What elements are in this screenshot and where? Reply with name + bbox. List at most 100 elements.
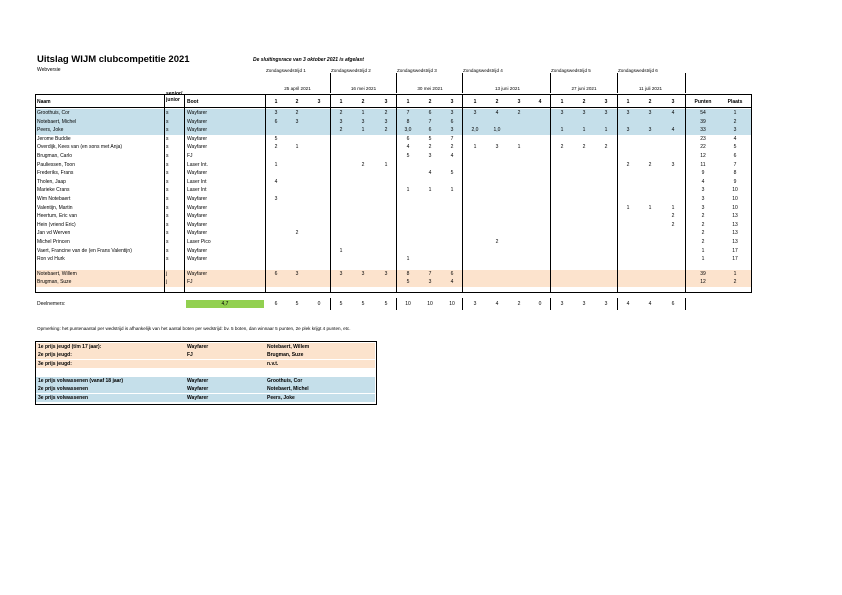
- race-date: 11 juli 2021: [638, 86, 663, 91]
- heat-number: 1: [473, 99, 477, 105]
- row-plaats: 4: [733, 135, 737, 142]
- row-senior-junior: s: [166, 135, 169, 142]
- score-cell: 3: [361, 270, 365, 277]
- race-separator: [462, 73, 463, 93]
- row-boot: Wayfarer: [187, 270, 208, 277]
- score-cell: 1: [582, 127, 586, 134]
- row-punten: 22: [700, 144, 706, 151]
- score-cell: 3: [384, 270, 388, 277]
- score-cell: 3: [428, 279, 432, 286]
- prize-winner: Notebaert, Michel: [267, 386, 309, 393]
- race-date: 16 mei 2021: [350, 86, 377, 91]
- row-name: Pauliessen, Toon: [37, 161, 75, 168]
- row-punten: 3: [701, 187, 705, 194]
- row-senior-junior: s: [166, 247, 169, 254]
- row-plaats: 6: [733, 153, 737, 159]
- score-cell: 2: [450, 144, 454, 151]
- score-cell: 1: [361, 127, 365, 134]
- deelnemers-count: 5: [295, 301, 299, 307]
- column-line: [265, 94, 266, 293]
- deelnemers-count: 10: [449, 301, 455, 307]
- row-senior-junior: s: [166, 161, 169, 168]
- prize-winner: Brugman, Suze: [267, 352, 304, 359]
- row-plaats: 17: [732, 256, 738, 263]
- deelnemers-count: 0: [538, 301, 542, 307]
- race-separator: [685, 73, 686, 93]
- prize-boot: Wayfarer: [187, 344, 209, 350]
- row-plaats: 3: [733, 127, 737, 134]
- score-cell: 8: [406, 118, 410, 125]
- row-boot: Wayfarer: [187, 118, 208, 125]
- prize-winner: Peers, Joke: [267, 394, 295, 401]
- row-punten: 39: [700, 270, 706, 277]
- row-name: Brugman, Suze: [37, 279, 72, 286]
- score-cell: 4: [450, 279, 454, 286]
- score-cell: 1: [384, 161, 388, 168]
- heat-number: 1: [274, 99, 278, 105]
- rule-header: [35, 107, 751, 108]
- row-name: Notebaert, Willem: [37, 270, 77, 277]
- row-name: Marieke Crans: [37, 187, 70, 194]
- deelnemers-count: 3: [604, 301, 608, 307]
- row-punten: 23: [700, 135, 706, 142]
- score-cell: 2: [274, 144, 278, 151]
- score-cell: 3: [604, 110, 608, 116]
- score-cell: 2: [604, 144, 608, 151]
- row-punten: 2: [701, 213, 705, 220]
- prize-label: 2e prijs jeugd:: [38, 352, 72, 359]
- prize-band: [36, 377, 375, 386]
- col-header-naam: Naam: [37, 99, 51, 105]
- row-name: Peers, Joke: [37, 127, 64, 134]
- row-senior-junior: s: [166, 196, 169, 202]
- row-senior-junior: s: [166, 144, 169, 151]
- heat-number: 2: [295, 99, 299, 105]
- column-line: [164, 94, 165, 293]
- row-name: Valentijn, Martin: [37, 204, 73, 211]
- score-cell: 2: [626, 161, 630, 168]
- race-separator: [617, 73, 618, 93]
- heat-number: 3: [517, 99, 521, 105]
- row-plaats: 2: [733, 118, 737, 125]
- score-cell: 3: [428, 153, 432, 159]
- deelnemers-separator: [685, 298, 686, 310]
- website-label: Webversie: [37, 67, 61, 73]
- deelnemers-count: 10: [427, 301, 433, 307]
- row-senior-junior: s: [166, 204, 169, 211]
- score-cell: 1: [626, 204, 630, 211]
- score-cell: 3,0: [404, 127, 412, 134]
- prize-label: 3e prijs volwassenen: [38, 394, 89, 401]
- prize-label: 3e prijs jeugd:: [38, 360, 72, 367]
- heat-number: 3: [450, 99, 454, 105]
- row-name: Vaert, Francine van de (en Frans Valenti…: [37, 247, 132, 254]
- column-line: [184, 94, 185, 293]
- col-header-punten: Punten: [694, 99, 712, 105]
- row-name: Jan vd Werven: [37, 230, 71, 237]
- row-punten: 4: [701, 178, 705, 185]
- row-name: Jerome Buddie: [37, 135, 71, 142]
- score-cell: 1: [361, 110, 365, 116]
- score-cell: 1: [517, 144, 521, 151]
- row-name: Wim Notebaert: [37, 196, 71, 202]
- rule-top: [35, 94, 751, 95]
- score-cell: 2: [517, 110, 521, 116]
- row-highlight: [35, 126, 751, 135]
- deelnemers-count: 4: [648, 301, 652, 307]
- score-cell: 7: [406, 110, 410, 116]
- race-date: 30 mei 2021: [417, 86, 443, 91]
- column-line: [617, 94, 618, 293]
- row-plaats: 5: [733, 144, 737, 151]
- prize-winner: Groothuis, Cor: [267, 378, 303, 384]
- score-cell: 1: [339, 247, 343, 254]
- score-cell: 7: [428, 118, 432, 125]
- prize-label: 1e prijs jeugd (t/m 17 jaar):: [38, 344, 102, 350]
- closing-note: De sluitingsrace van 3 oktober 2021 is a…: [253, 57, 364, 63]
- row-punten: 2: [701, 221, 705, 228]
- heat-number: 3: [671, 99, 675, 105]
- row-boot: Wayfarer: [187, 256, 208, 263]
- score-cell: 2: [428, 144, 432, 151]
- col-header-senior-junior: senior/ junior: [166, 91, 182, 103]
- score-cell: 2: [339, 127, 343, 134]
- score-cell: 3: [560, 110, 564, 116]
- score-cell: 3: [626, 110, 630, 116]
- heat-number: 1: [626, 99, 630, 105]
